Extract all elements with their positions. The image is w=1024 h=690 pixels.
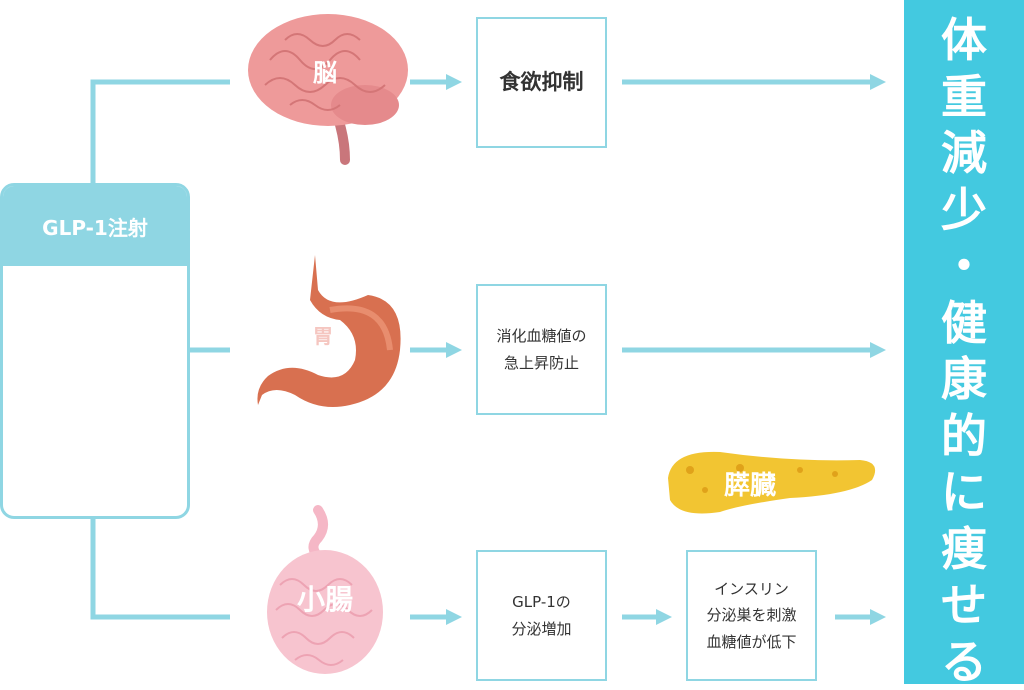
insulin-text: インスリン 分泌巣を刺激 血糖値が低下	[706, 580, 797, 651]
brain-label: 脳	[313, 59, 337, 87]
appetite-text: 食欲抑制	[499, 70, 584, 95]
intestine-illustration	[267, 505, 383, 674]
pancreas-illustration	[668, 451, 876, 514]
card-title: GLP-1注射	[3, 186, 187, 266]
glp1-injection-card: GLP-1注射	[0, 183, 190, 519]
box-blood-sugar-prevention: 消化血糖値の 急上昇防止	[476, 284, 607, 415]
stomach-illustration	[257, 255, 401, 408]
outcome-banner: 体 重 減 少 ・ 健 康 的 に 痩 せ る	[904, 0, 1024, 689]
pancreas-label: 膵臓	[723, 471, 776, 501]
outcome-text: 体 重 減 少 ・ 健 康 的 に 痩 せ る	[941, 13, 987, 689]
intestine-label: 小腸	[296, 583, 353, 616]
connector-to-brain	[90, 79, 230, 183]
brain-illustration	[248, 14, 408, 165]
box-glp1-secretion: GLP-1の 分泌増加	[476, 550, 607, 681]
box-insulin-secretion: インスリン 分泌巣を刺激 血糖値が低下	[686, 550, 817, 681]
glp1-text: GLP-1の 分泌増加	[511, 593, 572, 638]
stomach-label: 胃	[313, 324, 333, 348]
box-appetite-suppression: 食欲抑制	[476, 17, 607, 148]
connector-to-intestine	[90, 519, 230, 620]
blood-sugar-text: 消化血糖値の 急上昇防止	[496, 327, 587, 372]
